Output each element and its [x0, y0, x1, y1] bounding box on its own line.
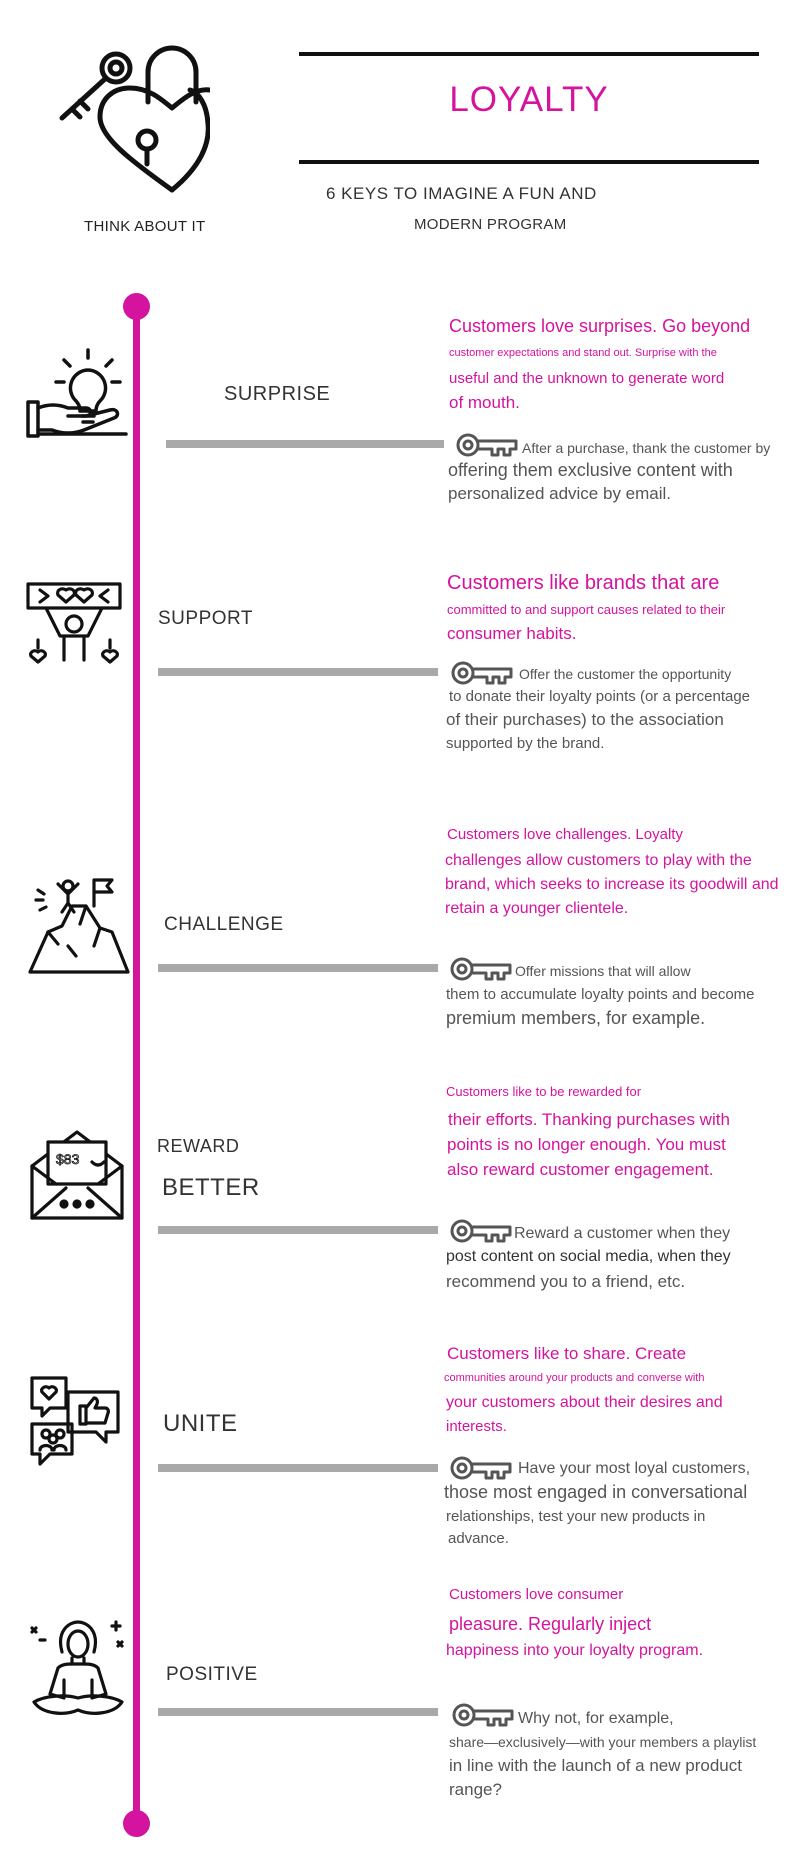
- key-label-challenge: CHALLENGE: [164, 914, 284, 935]
- money-amount: $83: [56, 1151, 80, 1167]
- tip-line: post content on social media, when they: [446, 1248, 731, 1265]
- headline-line: Customers love surprises. Go beyond: [449, 316, 751, 336]
- meditation-icon: [30, 1620, 124, 1715]
- key-label-better: BETTER: [162, 1174, 260, 1201]
- headline-line: of mouth.: [449, 393, 520, 412]
- social-bubbles-icon: [30, 1376, 120, 1466]
- tip-line: personalized advice by email.: [448, 484, 672, 503]
- tip-line: range?: [449, 1780, 502, 1799]
- connector-bar: [158, 1464, 438, 1472]
- subtitle-line-2: MODERN PROGRAM: [414, 216, 567, 233]
- tip-line: After a purchase, thank the customer by: [522, 440, 771, 456]
- tip-line: them to accumulate loyalty points and be…: [446, 986, 755, 1003]
- tip-line: those most engaged in conversational: [444, 1482, 748, 1502]
- headline-line: points is no longer enough. You must: [447, 1135, 726, 1154]
- connector-bar: [158, 1708, 438, 1716]
- headline-line: pleasure. Regularly inject: [449, 1614, 652, 1634]
- header-top-rule: [299, 52, 759, 56]
- key-icon: [451, 661, 513, 685]
- headline-line: interests.: [446, 1418, 507, 1435]
- hearts-banner-icon: [26, 582, 122, 664]
- tip-line: of their purchases) to the association: [446, 710, 724, 729]
- connector-bar: [158, 1226, 438, 1234]
- key-label-support: SUPPORT: [158, 608, 254, 629]
- key-icon: [450, 957, 512, 981]
- heart-lock-key-icon: [59, 45, 210, 193]
- headline-line: Customers love consumer: [449, 1586, 624, 1603]
- tip-line: Offer the customer the opportunity: [519, 666, 732, 682]
- think-about-it-label: THINK ABOUT IT: [84, 218, 206, 235]
- tip-line: Have your most loyal customers,: [518, 1460, 751, 1477]
- headline-line: useful and the unknown to generate word: [449, 370, 725, 387]
- tip-line: Offer missions that will allow: [515, 963, 691, 979]
- connector-bar: [166, 440, 444, 448]
- headline-line: Customers like brands that are: [447, 572, 720, 594]
- connector-bar: [158, 964, 438, 972]
- timeline-end-dot: [123, 1810, 150, 1837]
- tip-line: recommend you to a friend, etc.: [446, 1272, 686, 1291]
- tip-line: offering them exclusive content with: [448, 460, 733, 480]
- headline-line: happiness into your loyalty program.: [446, 1642, 704, 1659]
- headline-line: Customers like to share. Create: [447, 1344, 687, 1363]
- page-title: LOYALTY: [449, 80, 609, 119]
- lightbulb-hand-icon: [26, 348, 128, 438]
- headline-line: brand, which seeks to increase its goodw…: [445, 876, 779, 893]
- connector-bar: [158, 668, 438, 676]
- tip-line: Reward a customer when they: [514, 1225, 731, 1242]
- subtitle-line-1: 6 KEYS TO IMAGINE A FUN AND: [326, 184, 597, 203]
- tip-line: to donate their loyalty points (or a per…: [449, 688, 751, 705]
- headline-line: consumer habits.: [447, 624, 577, 643]
- envelope-money-icon: $83: [30, 1130, 124, 1220]
- tip-line: in line with the launch of a new product: [449, 1756, 742, 1775]
- key-label-unite: UNITE: [163, 1410, 238, 1437]
- headline-line: Customers like to be rewarded for: [446, 1084, 642, 1099]
- mountain-flag-icon: [28, 878, 130, 974]
- tip-line: supported by the brand.: [446, 735, 605, 752]
- key-icon: [450, 1456, 512, 1480]
- headline-line: customer expectations and stand out. Sur…: [449, 347, 717, 359]
- tip-line: premium members, for example.: [446, 1008, 706, 1028]
- headline-line: your customers about their desires and: [446, 1394, 723, 1411]
- headline-line: communities around your products and con…: [444, 1372, 705, 1384]
- tip-line: Why not, for example,: [518, 1710, 674, 1727]
- headline-line: challenges allow customers to play with …: [445, 852, 752, 869]
- key-icon: [450, 1219, 512, 1243]
- timeline-line: [133, 305, 140, 1825]
- key-label-surprise: SURPRISE: [224, 383, 331, 405]
- header-bottom-rule: [299, 160, 759, 164]
- tip-line: advance.: [448, 1530, 509, 1547]
- headline-line: also reward customer engagement.: [447, 1160, 714, 1179]
- headline-line: their efforts. Thanking purchases with: [448, 1110, 730, 1129]
- headline-line: committed to and support causes related …: [447, 602, 726, 617]
- key-label-positive: POSITIVE: [166, 1664, 258, 1685]
- headline-line: retain a younger clientele.: [445, 900, 629, 917]
- headline-line: Customers love challenges. Loyalty: [447, 826, 683, 843]
- tip-line: share—exclusively—with your members a pl…: [449, 1734, 757, 1750]
- timeline-start-dot: [123, 293, 150, 320]
- tip-line: relationships, test your new products in: [446, 1508, 706, 1525]
- key-icon: [456, 433, 518, 457]
- key-icon: [452, 1703, 514, 1727]
- key-label-reward: REWARD: [157, 1136, 240, 1156]
